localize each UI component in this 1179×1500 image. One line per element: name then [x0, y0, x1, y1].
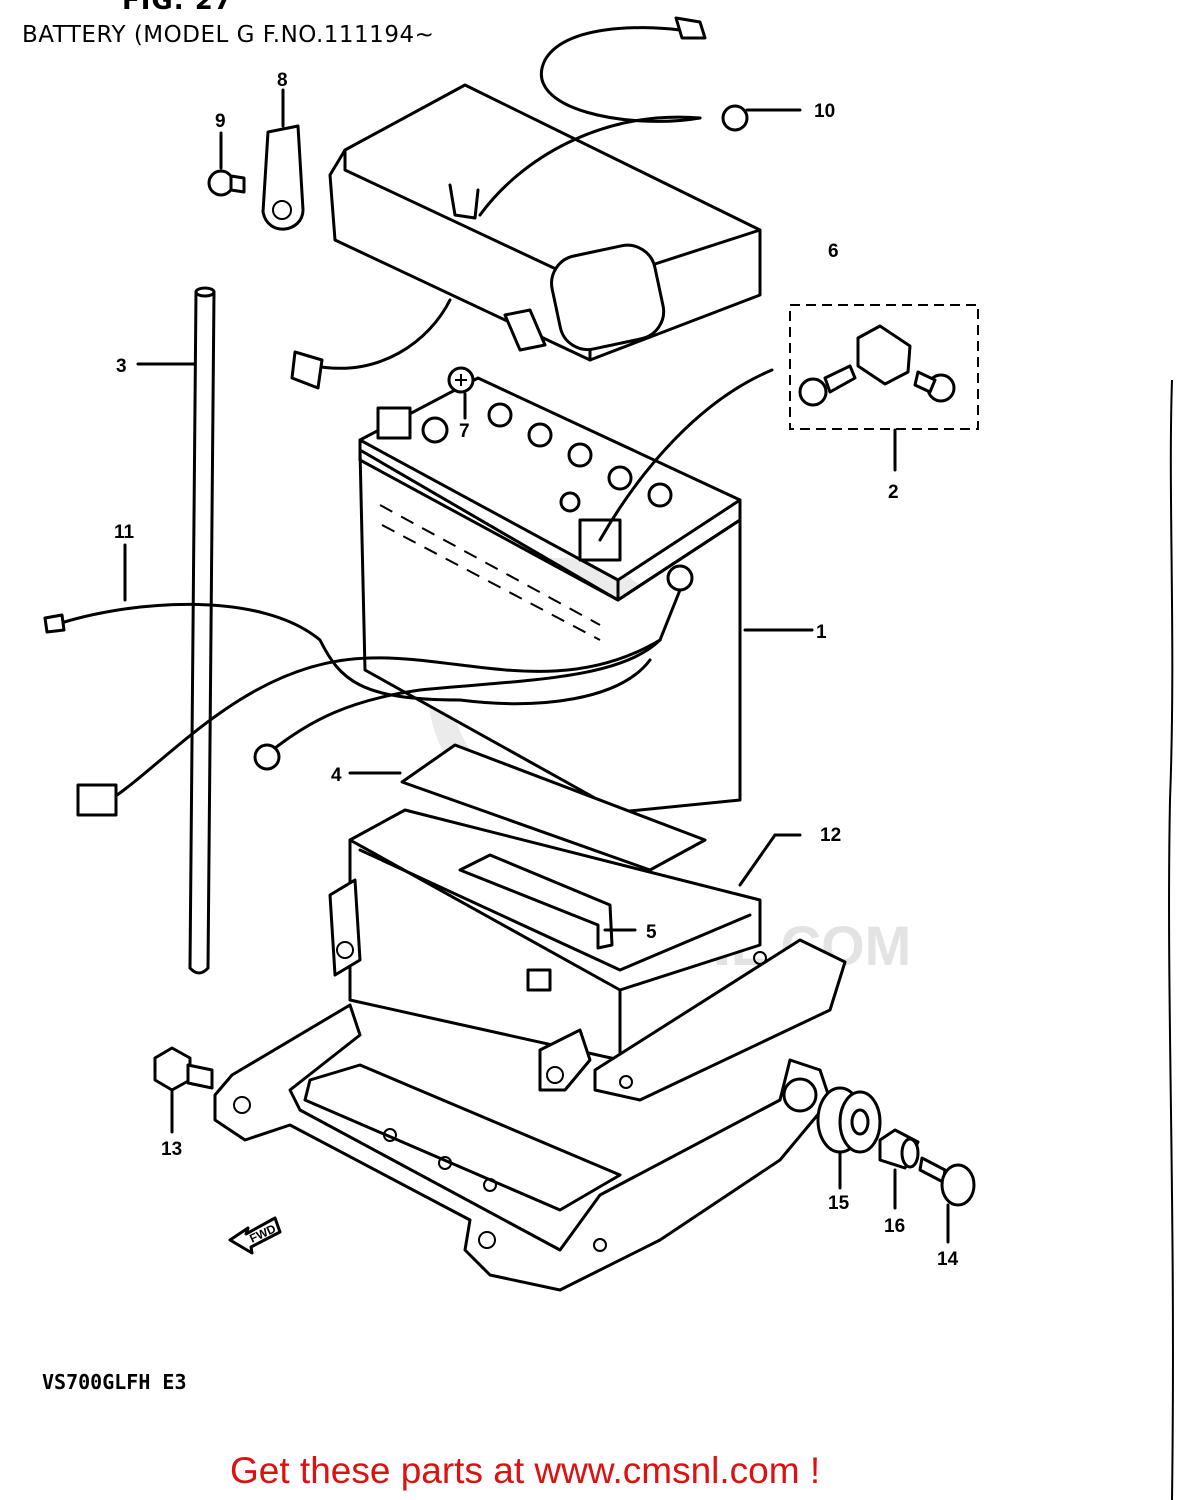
part-6-battery-cover — [328, 83, 762, 362]
callout-7: 7 — [459, 421, 470, 442]
part-13-bolt — [153, 1046, 214, 1134]
part-1-battery — [358, 376, 814, 814]
part-8-bracket — [261, 88, 305, 231]
part-2-terminal-kit — [789, 304, 979, 472]
callout-9: 9 — [215, 111, 226, 132]
part-11-wire-harness — [43, 543, 694, 817]
callout-5: 5 — [646, 922, 657, 943]
callout-1: 1 — [816, 622, 827, 643]
part-16-collar — [878, 1128, 920, 1210]
scan-edge-line — [1168, 379, 1174, 1500]
callout-6: 6 — [828, 241, 839, 262]
callout-labels: 1 2 3 4 5 6 7 8 9 10 11 12 13 14 15 16 — [114, 70, 959, 1270]
part-15-grommet — [816, 1086, 882, 1190]
callout-14: 14 — [937, 1249, 959, 1270]
figure-subtitle: BATTERY (MODEL G F.NO.111194~ — [22, 22, 435, 48]
part-14-bolt — [918, 1156, 976, 1244]
part-12-battery-case — [328, 808, 802, 1062]
footer-link-text[interactable]: Get these parts at www.cmsnl.com ! — [230, 1450, 821, 1491]
cover-wire — [290, 298, 547, 390]
positive-lead — [598, 368, 774, 542]
part-7-screw — [447, 366, 475, 420]
callout-8: 8 — [277, 70, 288, 91]
callout-10: 10 — [814, 101, 835, 122]
callout-12: 12 — [820, 825, 841, 846]
part-3-breather-hose — [136, 286, 216, 975]
callout-4: 4 — [331, 765, 342, 786]
part-10-cable — [478, 16, 802, 217]
part-4-pad — [348, 743, 707, 872]
part-9-screw — [207, 131, 246, 197]
callout-15: 15 — [828, 1193, 850, 1214]
callout-11: 11 — [114, 522, 135, 543]
figure-title: FIG. 27 — [122, 0, 233, 16]
callout-16: 16 — [884, 1216, 905, 1237]
forward-direction-arrow: FWD — [228, 1216, 282, 1255]
model-code: VS700GLFH E3 — [42, 1370, 187, 1394]
callout-3: 3 — [116, 356, 127, 377]
callout-13: 13 — [161, 1139, 182, 1160]
battery-bracket-frame — [213, 938, 847, 1292]
callout-2: 2 — [888, 482, 899, 503]
